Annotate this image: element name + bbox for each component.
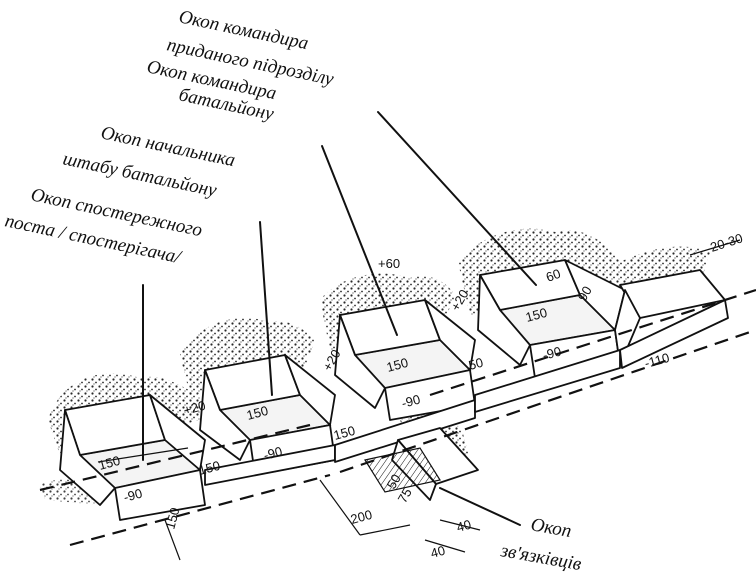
dim-minus-90-c: -90 (400, 392, 422, 411)
dim-minus-110: -110 (643, 350, 671, 371)
dimension-values: 20-30 +60 60 +20 +20 +20 150 150 150 150… (97, 230, 745, 561)
dim-200: 200 (349, 507, 374, 527)
dim-60: 60 (544, 266, 563, 285)
dim-150-b: 150 (197, 458, 222, 478)
dim-150-d: 150 (332, 423, 357, 443)
dim-minus-90-b: -90 (262, 444, 284, 463)
dim-20-30: 20-30 (708, 230, 744, 255)
dim-50-a: 50 (467, 355, 485, 373)
dim-minus-90-a: -90 (122, 486, 144, 505)
dim-90: 90 (575, 283, 595, 303)
dim-plus-20-c: +20 (182, 398, 207, 418)
dim-minus-90-d: -90 (541, 344, 563, 363)
label-signalmen-2: зв'язківців (498, 540, 583, 575)
trench-attached-commander (477, 259, 726, 379)
label-signalmen-1: Окоп (529, 514, 573, 542)
dim-150-e: 150 (385, 355, 410, 375)
dim-40-b: 40 (429, 543, 447, 561)
dim-150-g: 150 (162, 506, 182, 531)
dim-plus-60: +60 (378, 256, 400, 271)
dim-150-c: 150 (245, 403, 270, 423)
leader-lines (142, 111, 537, 526)
dimension-lines (164, 239, 741, 561)
dim-150-a: 150 (97, 453, 122, 473)
dim-75: 75 (395, 485, 415, 505)
perimeter-lines (39, 288, 756, 547)
connecting-trench (204, 299, 729, 486)
trench-observation-post (59, 394, 206, 521)
dim-50-b: 50 (384, 471, 404, 491)
trench-signalmen (364, 427, 479, 501)
dim-150-f: 150 (524, 305, 549, 325)
dim-40-a: 40 (455, 517, 473, 535)
